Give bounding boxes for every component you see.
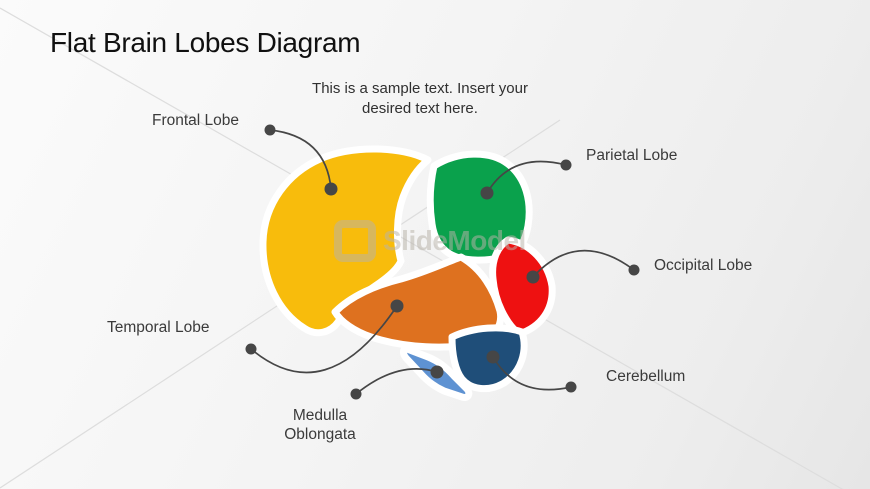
connector-dots bbox=[245, 124, 640, 400]
parietal-brain-dot bbox=[480, 186, 494, 200]
occipital-brain-dot bbox=[526, 270, 540, 284]
temporal-brain-dot bbox=[390, 299, 404, 313]
slide-title: Flat Brain Lobes Diagram bbox=[50, 27, 361, 58]
parietal-connector bbox=[486, 160, 567, 194]
frontal-label-dot bbox=[264, 124, 276, 136]
cerebellum-brain-dot bbox=[486, 350, 500, 364]
parietal-label-dot bbox=[560, 159, 572, 171]
frontal-connector bbox=[269, 129, 332, 190]
frontal-brain-dot bbox=[324, 182, 338, 196]
occipital-connector bbox=[532, 249, 635, 278]
medulla-label-dot bbox=[350, 388, 362, 400]
cerebellum-label: Cerebellum bbox=[606, 368, 686, 385]
medulla-brain-dot bbox=[430, 365, 444, 379]
cerebellum-connector bbox=[492, 356, 572, 391]
background-diagonal-line bbox=[0, 7, 844, 489]
medulla-oblongata-label: Medulla Oblongata bbox=[284, 407, 356, 443]
sample-text-placeholder: This is a sample text. Insert your desir… bbox=[312, 80, 528, 117]
occipital-label-dot bbox=[628, 264, 640, 276]
occipital-lobe-label: Occipital Lobe bbox=[654, 257, 753, 274]
cerebellum-label-dot bbox=[565, 381, 577, 393]
frontal-lobe-shape bbox=[259, 145, 432, 337]
connectors bbox=[250, 129, 635, 395]
temporal-connector bbox=[250, 305, 398, 374]
parietal-lobe-label: Parietal Lobe bbox=[586, 147, 678, 164]
temporal-lobe-label: Temporal Lobe bbox=[107, 319, 210, 336]
medulla-connector bbox=[355, 368, 438, 395]
frontal-lobe-label: Frontal Lobe bbox=[152, 112, 240, 129]
temporal-label-dot bbox=[245, 343, 257, 355]
brain-shape bbox=[259, 145, 556, 401]
